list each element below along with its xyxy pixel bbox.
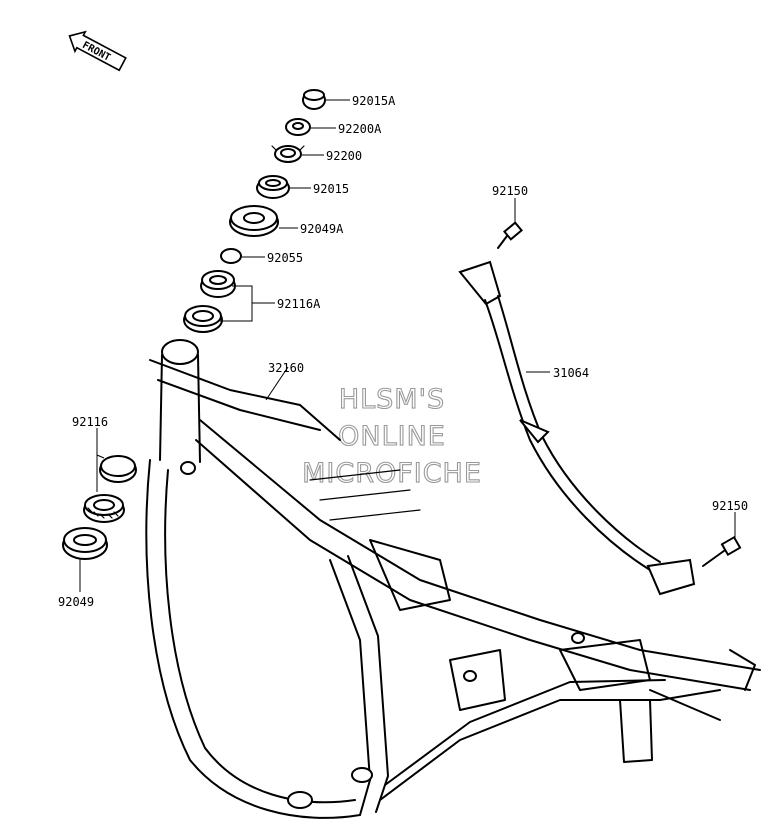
front-arrow-icon: [68, 30, 127, 72]
part-32160-main-frame[interactable]: [145, 339, 761, 819]
leader-lines: [79, 99, 736, 592]
part-92200A-washer[interactable]: [285, 118, 311, 136]
label-92015[interactable]: 92015: [313, 182, 349, 196]
part-labels: 92015A 92200A 92200 92015 92049A 92055 9…: [58, 94, 748, 609]
part-92150-bolt-lower[interactable]: [702, 535, 742, 567]
label-92049A[interactable]: 92049A: [300, 222, 344, 236]
watermark-line-3: MICROFICHE: [302, 458, 482, 489]
part-92116-bearing[interactable]: [83, 455, 137, 523]
label-92200A[interactable]: 92200A: [338, 122, 382, 136]
label-92015A[interactable]: 92015A: [352, 94, 396, 108]
label-92055[interactable]: 92055: [267, 251, 303, 265]
front-badge: FRONT: [68, 30, 127, 72]
label-92200[interactable]: 92200: [326, 149, 362, 163]
part-92049A-seal[interactable]: [229, 205, 279, 237]
label-92049[interactable]: 92049: [58, 595, 94, 609]
part-92150-bolt-upper[interactable]: [497, 221, 523, 249]
label-31064[interactable]: 31064: [553, 366, 589, 380]
part-92015A-nut[interactable]: [302, 89, 326, 110]
part-92049-seal[interactable]: [62, 527, 108, 560]
watermark-line-1: HLSM'S: [339, 384, 445, 415]
label-92150-upper[interactable]: 92150: [492, 184, 528, 198]
part-31064-downtube[interactable]: [458, 260, 696, 596]
part-92116A-bearing[interactable]: [183, 270, 236, 333]
watermark-line-2: ONLINE: [338, 421, 446, 452]
part-92015-nut[interactable]: [256, 175, 290, 199]
part-92055-oring[interactable]: [220, 248, 242, 264]
watermark: HLSM'S ONLINE MICROFICHE: [302, 383, 482, 489]
label-92116[interactable]: 92116: [72, 415, 108, 429]
label-92116A[interactable]: 92116A: [277, 297, 321, 311]
part-92200-lockwasher[interactable]: [271, 145, 305, 163]
label-32160[interactable]: 32160: [268, 361, 304, 375]
label-92150-lower[interactable]: 92150: [712, 499, 748, 513]
